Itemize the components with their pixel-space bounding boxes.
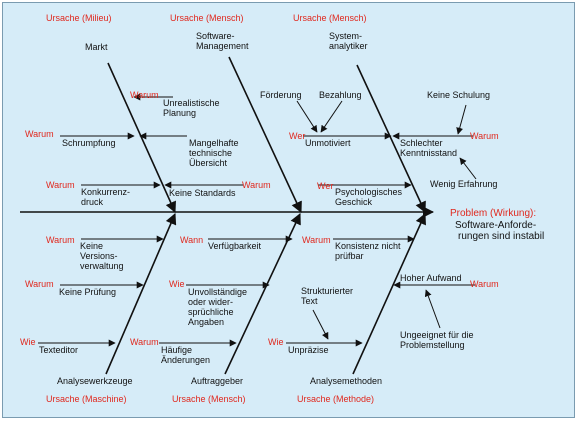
cause-arrows xyxy=(38,93,477,347)
category-bottom-2: Ursache (Mensch) xyxy=(172,394,246,404)
category-bottom-3: Ursache (Methode) xyxy=(297,394,374,404)
cause-hoher-aufwand: Hoher Aufwand xyxy=(400,273,462,283)
question-wie-unpraezise: Wie xyxy=(268,337,284,347)
cause-strukturierter-text: Strukturierter Text xyxy=(301,286,356,306)
effect-description: Software-Anforde- rungen sind instabil xyxy=(455,220,544,242)
question-warum-versionsverwaltung: Warum xyxy=(46,235,75,245)
cause-keine-versionsverwaltung: Keine Versions- verwaltung xyxy=(80,241,124,271)
question-warum-pruefung: Warum xyxy=(25,279,54,289)
diagram-frame: Ursache (Milieu) Ursache (Mensch) Ursach… xyxy=(2,2,575,418)
bone-label-analysewerkzeuge: Analysewerkzeuge xyxy=(57,376,133,386)
arrow-keine-schulung xyxy=(456,104,467,135)
bone-label-software-management: Software- Management xyxy=(196,31,249,51)
bone-label-markt: Markt xyxy=(85,42,108,52)
question-wann-verfuegbarkeit: Wann xyxy=(180,235,203,245)
category-top-1: Ursache (Milieu) xyxy=(46,13,112,23)
question-warum-planung: Warum xyxy=(130,90,159,100)
cause-ungeeignet-problemstellung: Ungeeignet für die Problemstellung xyxy=(400,330,476,350)
cause-unvollstaendige-angaben: Unvollständige oder wider- sprüchliche A… xyxy=(188,287,250,327)
effect-title: Problem (Wirkung): xyxy=(450,208,536,219)
fishbone-diagram: Ursache (Milieu) Ursache (Mensch) Ursach… xyxy=(20,13,544,404)
category-top-3: Ursache (Mensch) xyxy=(293,13,367,23)
cause-psychologisches-geschick: Psychologisches Geschick xyxy=(335,187,405,207)
cause-mangelhafte-uebersicht: Mangelhafte technische Übersicht xyxy=(189,138,241,168)
question-warum-aenderungen: Warum xyxy=(130,337,159,347)
cause-keine-standards: Keine Standards xyxy=(169,188,236,198)
arrow-bezahlung xyxy=(320,100,343,133)
question-wie-angaben: Wie xyxy=(169,279,185,289)
cause-konsistenz-nicht-pruefbar: Konsistenz nicht prüfbar xyxy=(335,241,403,261)
cause-keine-pruefung: Keine Prüfung xyxy=(59,287,116,297)
question-warum-schrumpfung: Warum xyxy=(25,129,54,139)
bone-analysemethoden xyxy=(352,212,426,375)
cause-verfuegbarkeit: Verfügbarkeit xyxy=(208,241,262,251)
bone-label-analysemethoden: Analysemethoden xyxy=(310,376,382,386)
arrow-strukturierter-text xyxy=(312,309,329,340)
question-warum-aufwand: Warum xyxy=(470,279,499,289)
bone-label-auftraggeber: Auftraggeber xyxy=(191,376,243,386)
question-wer-geschick: Wer xyxy=(317,181,333,191)
cause-unmotiviert: Unmotiviert xyxy=(305,138,351,148)
question-warum-konsistenz: Warum xyxy=(302,235,331,245)
cause-foerderung: Förderung xyxy=(260,90,302,100)
cause-unrealistische-planung: Unrealistische Planung xyxy=(163,98,222,118)
bone-software-management xyxy=(228,56,302,214)
question-warum-kenntnisstand: Warum xyxy=(470,131,499,141)
cause-unpraezise: Unpräzise xyxy=(288,345,329,355)
cause-bezahlung: Bezahlung xyxy=(319,90,362,100)
cause-schrumpfung: Schrumpfung xyxy=(62,138,116,148)
cause-wenig-erfahrung: Wenig Erfahrung xyxy=(430,179,497,189)
question-wer-unmotiviert: Wer xyxy=(289,131,305,141)
question-wie-texteditor: Wie xyxy=(20,337,36,347)
arrow-foerderung xyxy=(296,100,318,133)
cause-texteditor: Texteditor xyxy=(39,345,78,355)
cause-konkurrenzdruck: Konkurrenz- druck xyxy=(81,187,133,207)
bone-label-systemanalytiker: System- analytiker xyxy=(329,31,368,51)
arrow-ungeeignet xyxy=(424,289,441,329)
question-warum-konkurrenzdruck: Warum xyxy=(46,180,75,190)
cause-haeufige-aenderungen: Häufige Änderungen xyxy=(161,345,210,365)
arrow-wenig-erfahrung xyxy=(459,157,477,180)
category-top-2: Ursache (Mensch) xyxy=(170,13,244,23)
cause-keine-schulung: Keine Schulung xyxy=(427,90,490,100)
question-warum-standards: Warum xyxy=(242,180,271,190)
cause-schlechter-kenntnisstand: Schlechter Kenntnisstand xyxy=(400,138,457,158)
category-bottom-1: Ursache (Maschine) xyxy=(46,394,127,404)
